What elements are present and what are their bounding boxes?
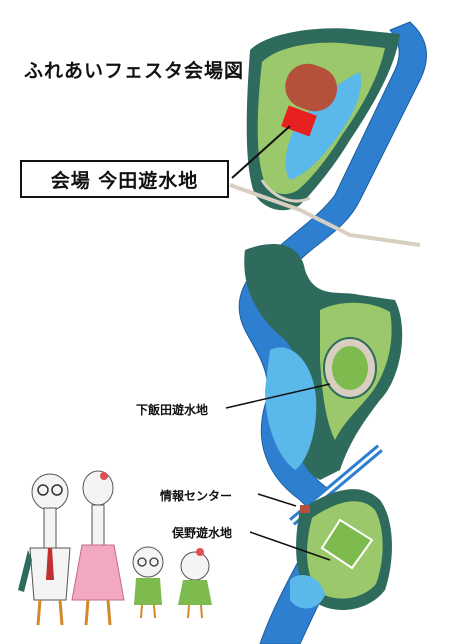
- venue-highlight: [281, 105, 317, 137]
- road: [229, 183, 421, 247]
- imada-park: [246, 28, 400, 211]
- matano-leader-line: [249, 531, 331, 561]
- venue-leader-line: [231, 125, 291, 179]
- matano-park: [290, 489, 392, 610]
- info-center-label: 情報センター: [160, 489, 233, 503]
- venue-label: 会場 今田遊水地: [20, 160, 229, 198]
- matano-label: 俣野遊水地: [172, 526, 233, 540]
- info-center-leader-line: [257, 493, 297, 507]
- map-title: ふれあいフェスタ会場図: [24, 60, 245, 82]
- mascot-characters: [18, 470, 212, 626]
- shimoiida-park: [244, 244, 403, 480]
- shimoiida-label: 下飯田遊水地: [136, 403, 209, 417]
- shimoiida-leader-line: [225, 383, 331, 409]
